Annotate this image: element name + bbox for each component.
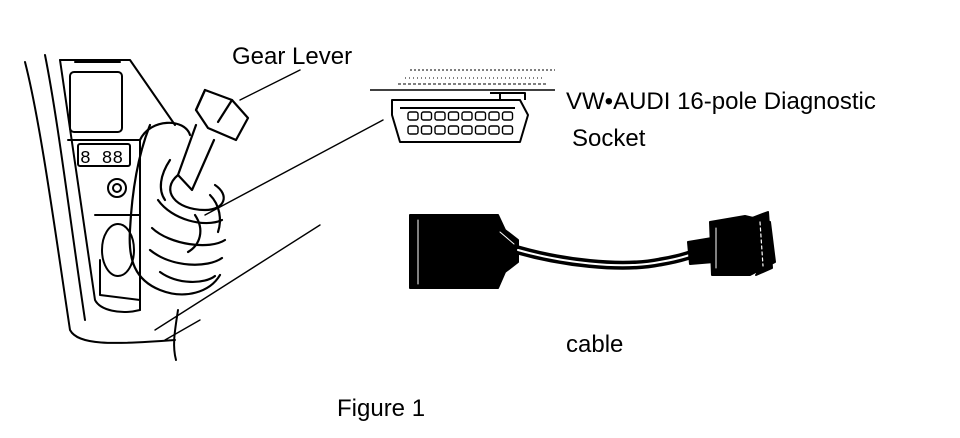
socket-pin [488,111,500,121]
diagnostic-socket-label-line1: VW•AUDI 16-pole Diagnostic [566,88,876,115]
socket-pin [474,125,487,135]
socket-pin [488,125,500,135]
socket-pin [407,111,419,121]
socket-pin [461,111,473,121]
socket-pin [474,111,487,121]
socket-pin [420,111,433,121]
diagnostic-socket-label-line2: Socket [572,125,646,152]
socket-pin [434,125,446,135]
gear-lever-drawing [128,69,384,296]
figure-caption: Figure 1 [337,395,426,422]
cable-drawing [409,211,776,289]
diagnostic-socket-drawing [370,69,555,143]
socket-pin [434,111,446,121]
socket-pin [501,111,514,121]
socket-pin [461,125,473,135]
center-console-drawing: 8 88 [24,54,321,361]
svg-text:8 88: 8 88 [80,149,123,169]
socket-pin [420,125,433,135]
gear-lever-label: Gear Lever [232,43,353,70]
socket-pin [447,111,460,121]
socket-pin [447,125,460,135]
cable-label: cable [566,331,624,358]
socket-pin [407,125,419,135]
socket-pin-grid [407,111,514,135]
socket-pin [501,125,514,135]
